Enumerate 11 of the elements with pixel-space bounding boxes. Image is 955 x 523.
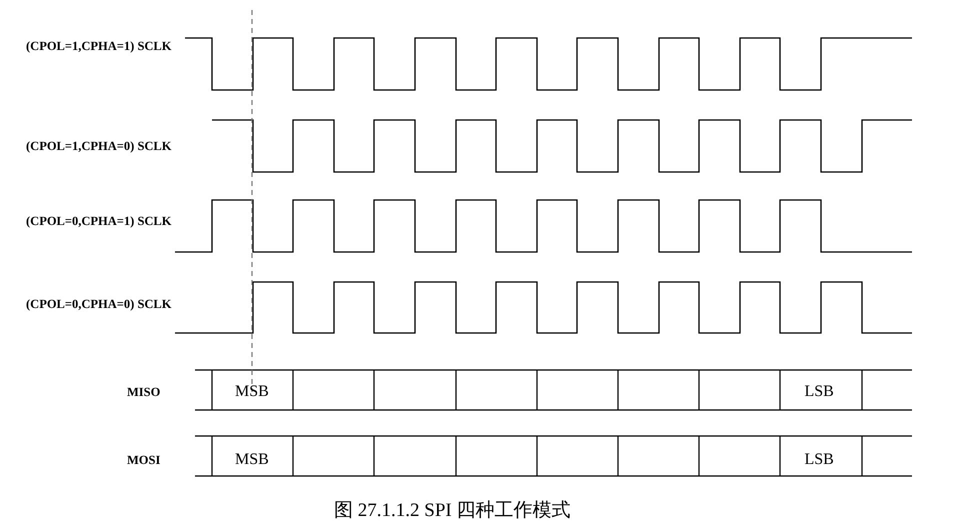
signal-label: MOSI: [127, 454, 160, 466]
bit-label: MSB: [235, 452, 269, 468]
figure-caption: 图 27.1.1.2 SPI 四种工作模式: [334, 500, 570, 520]
bit-label: LSB: [804, 452, 834, 468]
signal-label: (CPOL=0,CPHA=1) SCLK: [26, 214, 172, 227]
bit-label: MSB: [235, 384, 269, 400]
signal-label: MISO: [127, 386, 160, 398]
signal-label: (CPOL=0,CPHA=0) SCLK: [26, 298, 172, 310]
signal-label: (CPOL=1,CPHA=0) SCLK: [26, 140, 172, 152]
signal-label: (CPOL=1,CPHA=1) SCLK: [26, 40, 172, 52]
bit-label: LSB: [804, 384, 834, 400]
